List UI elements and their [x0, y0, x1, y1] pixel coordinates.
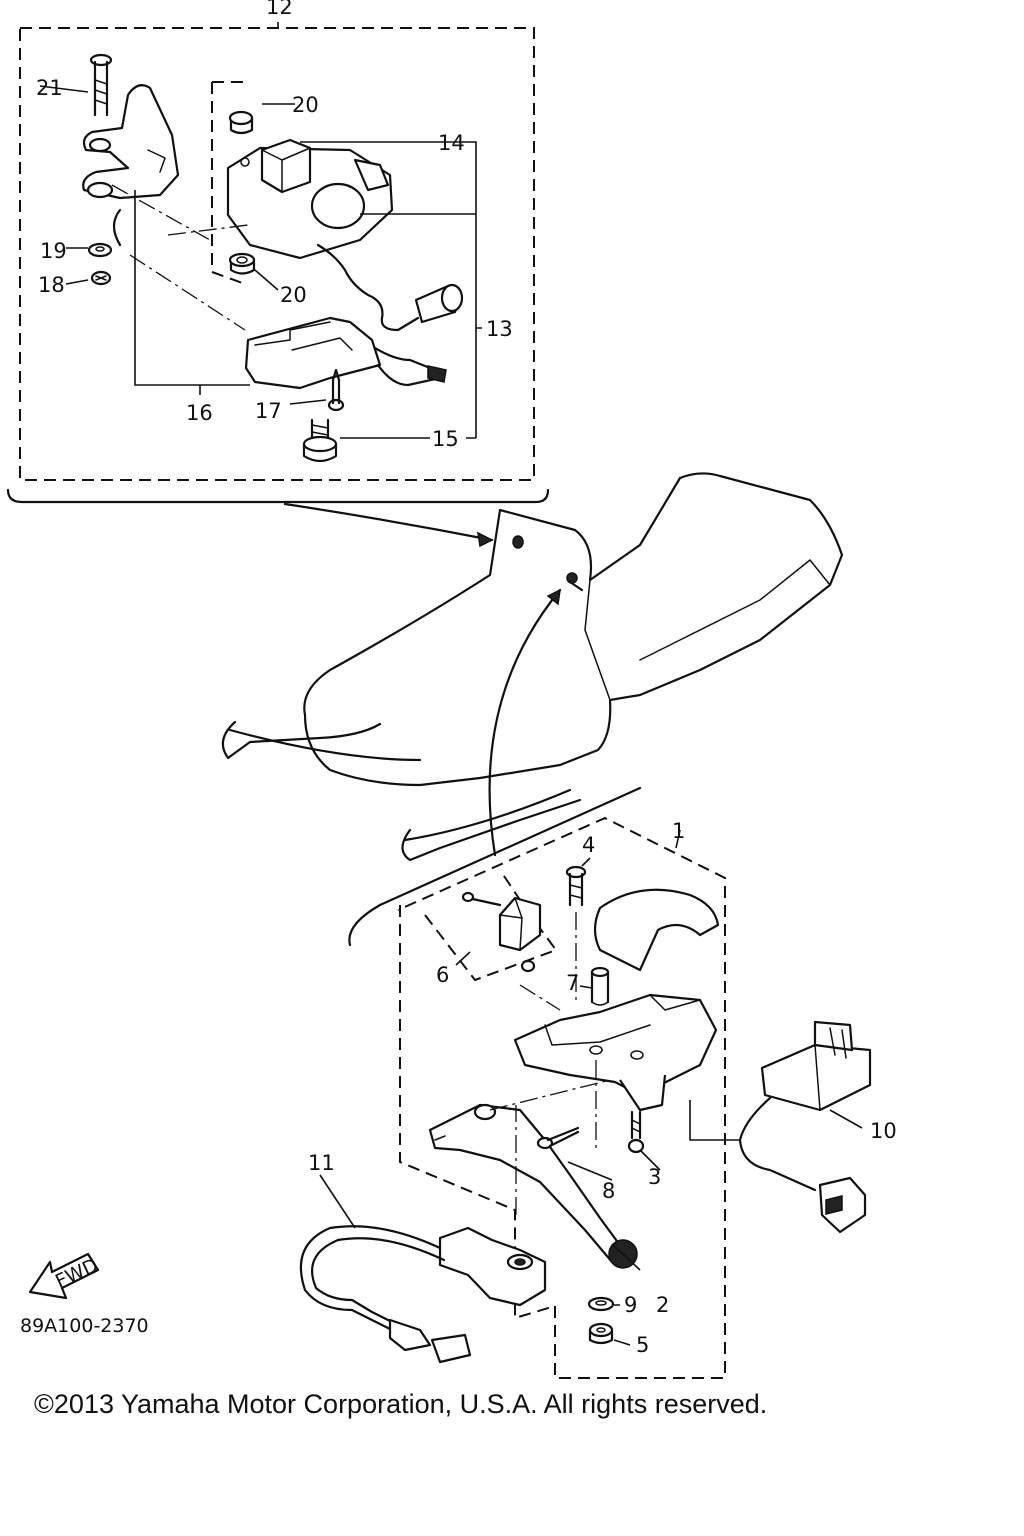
callout-7: 7 — [566, 971, 579, 995]
alignment-lines — [111, 184, 249, 331]
callout-21: 21 — [36, 76, 63, 100]
bolt-15 — [302, 418, 338, 463]
mount-bracket — [82, 84, 180, 247]
callout-3: 3 — [648, 1165, 661, 1189]
leader-lines-misc — [39, 85, 327, 405]
screw-8 — [536, 1126, 580, 1150]
switch-block-6 — [461, 891, 542, 973]
leader-line-11 — [319, 1174, 356, 1229]
lever-cover — [593, 888, 720, 972]
callout-5: 5 — [636, 1333, 649, 1357]
lower-alignment-lines — [489, 984, 611, 1215]
bolt-21 — [89, 53, 113, 117]
callout-1: 1 — [672, 819, 685, 843]
inset-bracket — [6, 488, 550, 504]
callout-10: 10 — [870, 1119, 897, 1143]
lower-housing-16 — [244, 316, 447, 390]
copyright-notice: ©2013 Yamaha Motor Corporation, U.S.A. A… — [34, 1389, 768, 1419]
assembly-1-dashed-frame — [397, 816, 726, 1379]
collar-7 — [590, 966, 610, 1006]
bolt-4 — [565, 865, 587, 907]
inset-dashed-frame — [19, 27, 535, 481]
washer-19 — [87, 242, 113, 258]
leader-lines-lower — [455, 829, 681, 1346]
callout-8: 8 — [602, 1179, 615, 1203]
snowmobile-outline — [221, 472, 844, 947]
lever-bracket — [513, 993, 718, 1112]
fwd-arrow-icon: FWD — [28, 1252, 102, 1300]
grommet-group-frame — [211, 81, 246, 285]
lower-assembly-1: 1 4 6 7 10 3 8 11 9 2 5 — [299, 816, 897, 1379]
callout-11: 11 — [308, 1151, 335, 1175]
callout-9: 9 — [624, 1293, 637, 1317]
washer-9 — [587, 1296, 615, 1312]
callout-20-upper: 20 — [292, 93, 319, 117]
callout-4: 4 — [582, 833, 595, 857]
switch-unit-14 — [226, 138, 464, 332]
callout-15: 15 — [432, 427, 459, 451]
callout-6: 6 — [436, 963, 449, 987]
switch-harness-11 — [299, 1225, 547, 1364]
callout-14: 14 — [438, 131, 465, 155]
nut-18 — [90, 270, 112, 286]
grommet-20-upper — [228, 110, 254, 135]
inset-assembly-12: 12 21 20 14 19 18 20 13 16 17 15 — [6, 0, 550, 504]
screw-17 — [327, 368, 345, 412]
callout-18: 18 — [38, 273, 65, 297]
location-arrows — [283, 502, 584, 857]
drawing-code: 89A100-2370 — [20, 1315, 149, 1337]
callout-2: 2 — [656, 1293, 669, 1317]
callout-19: 19 — [40, 239, 67, 263]
connector-switch-10 — [738, 1020, 872, 1234]
callout-16: 16 — [186, 401, 213, 425]
callout-17: 17 — [255, 399, 282, 423]
callout-13: 13 — [486, 317, 513, 341]
leader-line-10 — [689, 1100, 863, 1141]
bolt-3 — [627, 1110, 645, 1154]
leader-lines-13-14-15 — [300, 141, 482, 439]
leader-lines-16 — [134, 190, 250, 395]
nut-5 — [588, 1322, 614, 1345]
callout-20-lower: 20 — [280, 283, 307, 307]
grommet-20-lower — [228, 252, 256, 275]
callout-12: 12 — [266, 0, 293, 19]
